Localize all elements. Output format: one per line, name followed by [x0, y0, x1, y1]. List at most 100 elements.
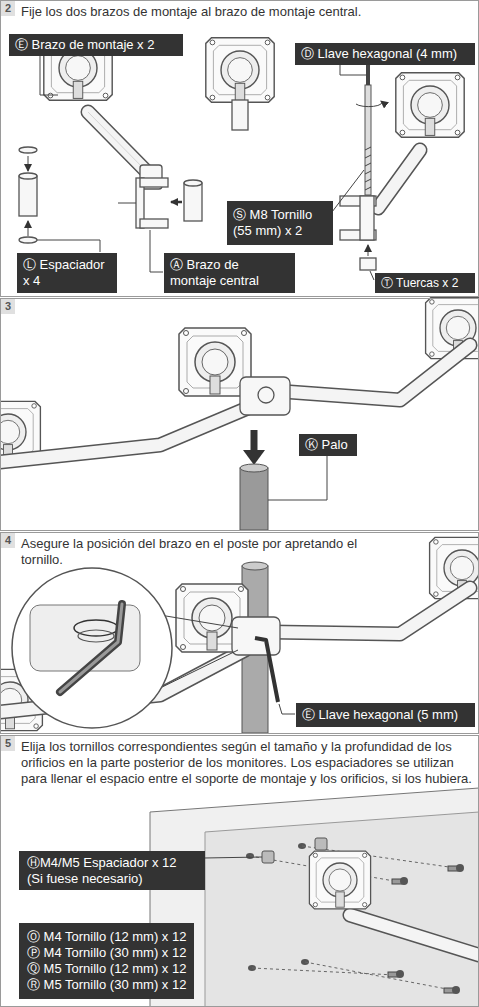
- monitor-mount-area: [205, 812, 479, 1007]
- part-label-text: Ⓚ Palo: [305, 437, 351, 453]
- part-label: Ⓓ Llave hexagonal (4 mm): [295, 43, 475, 65]
- part-label: Ⓛ Espaciador x 4: [17, 253, 117, 293]
- screw-head: [400, 877, 408, 885]
- direction-arrow-head: [243, 450, 265, 465]
- central-hub: [240, 377, 290, 415]
- part-label-text: Ⓣ Tuercas x 2: [381, 275, 469, 291]
- step-number: 4: [1, 533, 15, 548]
- screw-head: [456, 864, 464, 872]
- instruction-text: Fije los dos brazos de montaje al brazo …: [21, 4, 476, 20]
- spacer-cylinder: [19, 176, 37, 216]
- part-label-text: Ⓔ Llave hexagonal (5 mm): [302, 707, 469, 723]
- arm-body: [0, 405, 255, 462]
- screw-thread: [365, 147, 371, 190]
- hub-knob: [258, 387, 274, 403]
- spacer: [262, 851, 274, 863]
- hex-key: [255, 638, 278, 702]
- part-label-text: Ⓡ M5 Tornillo (30 mm) x 12: [27, 977, 188, 993]
- mounting-plate: [396, 73, 464, 138]
- step-panel: 5 Elija los tornillos correspondientes se…: [0, 735, 479, 1007]
- pole: [240, 468, 268, 530]
- arm-outline: [350, 915, 479, 955]
- part-label-text: Ⓠ M5 Tornillo (12 mm) x 12: [27, 961, 188, 977]
- part-label-text: Ⓓ Llave hexagonal (4 mm): [301, 46, 469, 62]
- washer: [19, 237, 37, 243]
- arm-body: [350, 915, 479, 955]
- spacer: [315, 838, 327, 850]
- spacer-top: [184, 180, 202, 186]
- step-number: 3: [1, 299, 15, 314]
- arm-clevis-body: [360, 196, 374, 240]
- part-label-text: Ⓛ Espaciador x 4: [23, 257, 109, 289]
- part-label: Ⓞ M4 Tornillo (12 mm) x 12Ⓟ M4 Tornillo …: [19, 923, 194, 999]
- step-number: 5: [1, 736, 15, 751]
- part-label: Ⓐ Brazo de montaje central: [164, 253, 295, 293]
- spacer-top: [19, 173, 37, 179]
- detail-magnifier: [12, 568, 172, 728]
- monitor-back: [150, 788, 479, 1007]
- leader-line: [37, 240, 100, 252]
- central-arm-prong: [140, 219, 168, 228]
- screw-head: [396, 970, 404, 978]
- arm-outline: [290, 345, 470, 400]
- pivot-tube: [232, 100, 248, 130]
- rotation-arrow: [356, 101, 382, 107]
- step-panel: 4 Asegure la posición del brazo en el pos…: [0, 532, 479, 734]
- part-label-text: ⒽM4/M5 Espaciador x 12 (Si fuese necesar…: [27, 855, 187, 887]
- leader-line: [340, 64, 367, 75]
- leader-line: [268, 455, 327, 500]
- arm-outline: [0, 405, 255, 462]
- step-panel: 2 Fije los dos brazos de montaje al brazo…: [0, 0, 479, 297]
- spacer-cylinder: [184, 183, 202, 221]
- arm-body: [270, 588, 470, 634]
- screw-head: [452, 986, 460, 994]
- leader-line: [370, 271, 374, 280]
- arm-outline: [270, 588, 470, 634]
- pole-top: [242, 562, 268, 570]
- part-label-text: Ⓞ M4 Tornillo (12 mm) x 12: [27, 929, 188, 945]
- mounting-plate: [206, 38, 274, 103]
- hex-key-detail: [60, 604, 122, 692]
- part-label: Ⓔ Llave hexagonal (5 mm): [296, 703, 475, 727]
- assembly-arrow: [28, 221, 29, 236]
- alignment-line: [252, 968, 396, 975]
- washer: [19, 147, 37, 153]
- instruction-text: Asegure la posición del brazo en el post…: [21, 536, 381, 568]
- leader-line: [150, 230, 163, 272]
- part-label-text: Ⓢ M8 Tornillo (55 mm) x 2: [233, 207, 327, 239]
- assembly-arrow: [171, 201, 182, 204]
- arm-body: [378, 150, 420, 208]
- magnifier-line: [160, 615, 238, 628]
- part-label: Ⓚ Palo: [299, 434, 357, 456]
- arm-body: [290, 345, 470, 400]
- step-panel: 3 Ⓚ Palo: [0, 298, 479, 531]
- nut: [360, 258, 376, 270]
- arm-outline: [378, 150, 420, 208]
- assembly-arrow: [28, 156, 29, 171]
- central-arm-stub: [118, 203, 136, 204]
- instruction-text: Elija los tornillos correspondientes seg…: [21, 739, 473, 787]
- rotation-swirl: [74, 620, 118, 636]
- part-label: ⒽM4/M5 Espaciador x 12 (Si fuese necesar…: [19, 851, 205, 890]
- part-label-text: Ⓐ Brazo de montaje central: [170, 257, 275, 289]
- m8-screw: [365, 85, 371, 195]
- leader-line: [204, 857, 262, 858]
- central-arm-prong: [140, 178, 168, 187]
- hex-key-highlight: [60, 604, 122, 692]
- part-label-text: Ⓟ M4 Tornillo (30 mm) x 12: [27, 945, 188, 961]
- rotation-swirl: [78, 630, 114, 642]
- part-label: Ⓣ Tuercas x 2: [375, 273, 475, 293]
- leader-line: [332, 170, 364, 212]
- step-number: 2: [1, 1, 15, 16]
- assembly-arrow: [368, 245, 369, 256]
- part-label-text: Ⓔ Brazo de montaje x 2: [15, 37, 177, 53]
- leader-line: [279, 704, 295, 714]
- direction-arrow: [251, 430, 258, 452]
- mounting-plate: [309, 851, 370, 909]
- leader-line: [40, 55, 58, 95]
- pole-top: [240, 464, 268, 472]
- part-label: Ⓔ Brazo de montaje x 2: [9, 34, 183, 56]
- alignment-line: [305, 962, 452, 990]
- central-hub: [232, 617, 280, 655]
